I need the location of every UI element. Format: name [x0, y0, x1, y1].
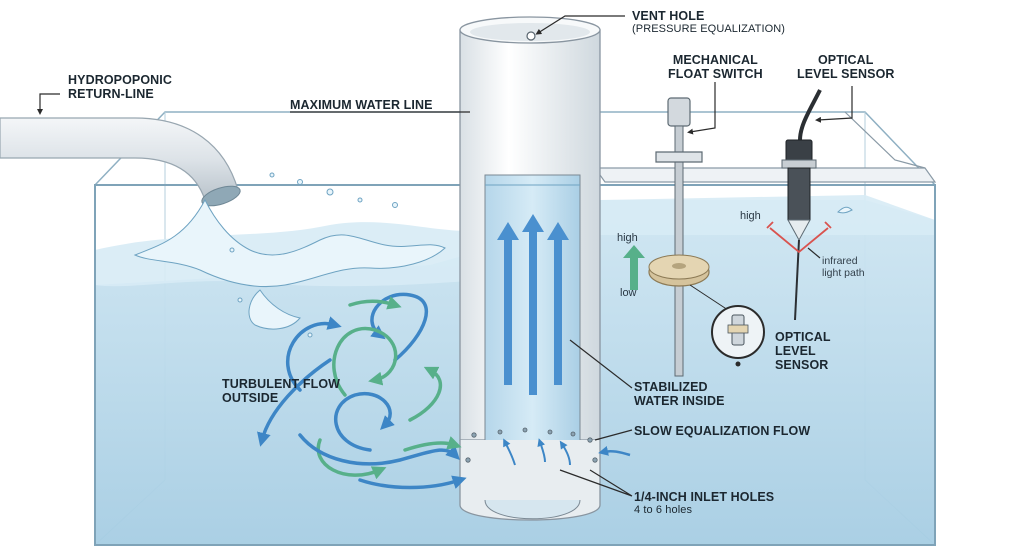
optical-level-sensor-top-label: OPTICAL LEVEL SENSOR: [797, 53, 895, 81]
sensor-mount-plate: [593, 111, 937, 183]
return-hose: [0, 117, 241, 207]
infrared-light-path-label: infrared light path: [822, 255, 865, 279]
equalization-arrow: [598, 446, 631, 457]
turbulent-flow-label: TURBULENT FLOW OUTSIDE: [222, 377, 341, 405]
vent-hole-icon: [526, 31, 536, 41]
optical-sensor-icon: [781, 89, 853, 321]
up-arrow-icon: [497, 214, 569, 395]
pressure-equalization-label: (PRESSURE EQUALIZATION): [632, 23, 786, 35]
turbulent-swirls: [257, 292, 467, 490]
infrared-beam-icon: [766, 221, 832, 254]
magnifier-icon: [689, 284, 765, 367]
slow-equalization-flow-label: SLOW EQUALIZATION FLOW: [634, 424, 811, 438]
inlet-holes: [465, 427, 598, 463]
float-high-label: high: [617, 232, 638, 244]
inlet-holes-count-label: 4 to 6 holes: [634, 504, 693, 516]
optical-high-label: high: [740, 210, 761, 222]
stabilized-water-label: STABILIZED WATER INSIDE: [634, 380, 725, 408]
stilling-tube: [459, 16, 601, 521]
leader-lines: [37, 15, 853, 497]
float-range-arrow: [623, 245, 645, 290]
hydroponic-return-line-label: HYDROPOPONIC RETURN-LINE: [68, 73, 172, 101]
float-low-label: low: [620, 287, 637, 299]
maximum-water-line-label: MAXIMUM WATER LINE: [290, 98, 433, 112]
vent-hole-label: VENT HOLE (PRESSURE EQUALIZATION): [632, 9, 786, 35]
optical-level-sensor-label: OPTICAL LEVEL SENSOR: [775, 330, 831, 372]
inlet-holes-label: 1/4-INCH INLET HOLES 4 to 6 holes: [634, 490, 775, 516]
float-switch-icon: [648, 97, 710, 377]
mechanical-float-switch-label: MECHANICAL FLOAT SWITCH: [668, 53, 763, 81]
splash: [133, 172, 446, 338]
